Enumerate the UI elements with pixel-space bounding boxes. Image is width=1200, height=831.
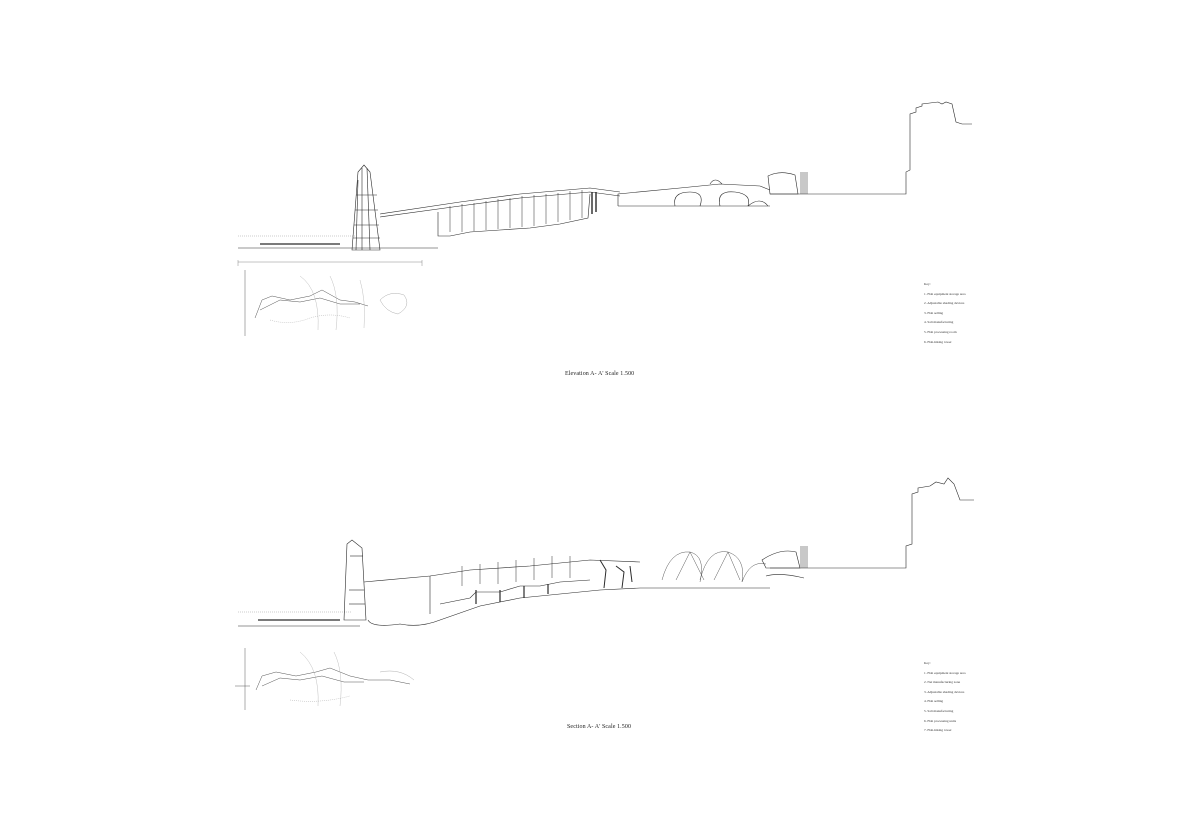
- elevation-key: Key: 1. Fish equipment storage area 2. A…: [924, 280, 966, 347]
- elevation-key-item: 5. Fish processing room: [924, 329, 957, 334]
- elevation-caption: Elevation A- A' Scale 1.500: [565, 371, 635, 377]
- elevation-water: [238, 235, 438, 249]
- section-key-item: 6. Fish processing units: [924, 718, 957, 723]
- elevation-terrace: [617, 179, 771, 207]
- elevation-key-plan: [244, 270, 408, 336]
- elevation-cliff: [767, 101, 972, 195]
- section-key-item: 4. Fish selling: [924, 699, 944, 704]
- section-key-item: 1. Fish equipment storage area: [924, 670, 966, 675]
- elevation-key-item: 6. Fish-hiking tower: [924, 339, 952, 344]
- elevation-key-title: Key:: [924, 282, 931, 286]
- elevation-key-item: 4. Salt manufacturing: [924, 320, 954, 325]
- section-key-item: 5. Salt manufacturing: [924, 708, 954, 713]
- section-key-item: 2. Net manufacturing zone: [924, 680, 961, 685]
- section-caption: Section A- A' Scale 1.500: [567, 724, 632, 730]
- section-shading-devices: [640, 551, 770, 589]
- elevation-key-item: 1. Fish equipment storage area: [924, 291, 966, 296]
- section-key-item: 3. Adjustable shading devices: [924, 689, 965, 694]
- section-key-item: 7. Fish-hiking tower: [924, 728, 952, 733]
- section-key-title: Key:: [924, 661, 931, 665]
- section-key: Key: 1. Fish equipment storage area 2. N…: [924, 659, 966, 736]
- elevation-tower: [351, 164, 381, 251]
- section-water: [238, 611, 360, 627]
- section-structure: [363, 556, 641, 626]
- elevation-walkway: [379, 187, 621, 237]
- section-tower: [343, 539, 367, 621]
- elevation-key-item: 3. Fish selling: [924, 310, 944, 315]
- section-key-plan: [235, 648, 415, 710]
- elevation-scale-bar: [237, 260, 423, 266]
- elevation-key-item: 2. Adjustable shading devices: [924, 301, 965, 306]
- section-cliff: [761, 477, 974, 579]
